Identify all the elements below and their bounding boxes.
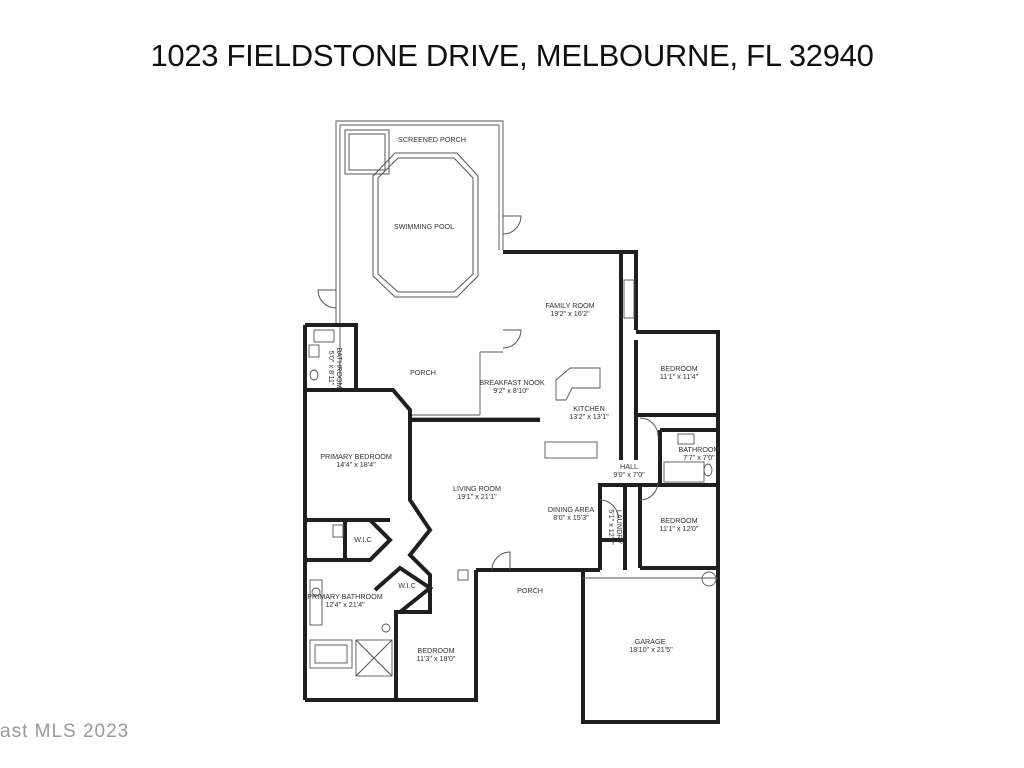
room-name-dining-area: DINING AREA bbox=[548, 505, 595, 514]
room-name-porch-main: PORCH bbox=[410, 368, 436, 377]
room-name-primary-bathroom: PRIMARY BATHROOM bbox=[307, 592, 382, 601]
room-name-family-room: FAMILY ROOM bbox=[545, 301, 594, 310]
swimming-pool-shape bbox=[372, 152, 479, 298]
room-dims-bedroom-e: 11'1" x 12'0" bbox=[660, 524, 699, 533]
room-name-wic-2: W.I.C bbox=[398, 581, 416, 590]
watermark: ast MLS 2023 bbox=[0, 721, 130, 742]
room-dims-breakfast-nook: 9'2" x 8'10" bbox=[493, 386, 529, 395]
room-name-hall: HALL bbox=[620, 462, 638, 471]
room-dims-dining-area: 8'0" x 15'3" bbox=[553, 513, 589, 522]
room-name-laundry: LAUNDRY bbox=[615, 510, 624, 544]
room-name-living-room: LIVING ROOM bbox=[453, 484, 501, 493]
room-name-kitchen: KITCHEN bbox=[573, 404, 605, 413]
room-name-bathroom-w: BATHROOM bbox=[335, 348, 344, 389]
room-dims-living-room: 19'1" x 21'1" bbox=[457, 492, 497, 501]
room-dims-bedroom-ne: 11'1" x 11'4" bbox=[660, 372, 699, 381]
fixtures bbox=[308, 279, 718, 677]
room-name-bedroom-s: BEDROOM bbox=[417, 646, 454, 655]
room-dims-laundry: 5'1" x 12'0" bbox=[607, 509, 616, 545]
room-name-garage: GARAGE bbox=[635, 637, 666, 646]
room-dims-bathroom-w: 5'0" x 8'11" bbox=[327, 351, 336, 386]
room-name-screened-porch: SCREENED PORCH bbox=[398, 135, 466, 144]
room-dims-garage: 18'10" x 21'5" bbox=[629, 645, 673, 654]
room-name-bathroom-e: BATHROOM bbox=[679, 445, 720, 454]
room-dims-primary-bathroom: 12'4" x 21'4" bbox=[325, 600, 365, 609]
room-labels: SCREENED PORCH SWIMMING POOL PORCH FAMIL… bbox=[307, 135, 719, 663]
room-name-bedroom-ne: BEDROOM bbox=[660, 364, 697, 373]
room-dims-primary-bedroom: 14'4" x 18'4" bbox=[336, 460, 376, 469]
room-name-wic-1: W.I.C bbox=[354, 535, 372, 544]
room-dims-family-room: 19'2" x 16'2" bbox=[550, 309, 590, 318]
room-name-primary-bedroom: PRIMARY BEDROOM bbox=[320, 452, 392, 461]
room-dims-kitchen: 13'2" x 13'1" bbox=[569, 412, 609, 421]
room-name-bedroom-e: BEDROOM bbox=[660, 516, 697, 525]
page-title: 1023 FIELDSTONE DRIVE, MELBOURNE, FL 329… bbox=[150, 38, 874, 73]
room-name-breakfast-nook: BREAKFAST NOOK bbox=[479, 378, 545, 387]
exterior-walls bbox=[303, 250, 720, 724]
room-dims-hall: 9'0" x 7'0" bbox=[613, 470, 645, 479]
room-name-porch-front: PORCH bbox=[517, 586, 543, 595]
room-dims-bedroom-s: 11'3" x 18'0" bbox=[417, 654, 456, 663]
room-name-swimming-pool: SWIMMING POOL bbox=[394, 222, 454, 231]
room-dims-bathroom-e: 7'7" x 7'0" bbox=[683, 453, 715, 462]
